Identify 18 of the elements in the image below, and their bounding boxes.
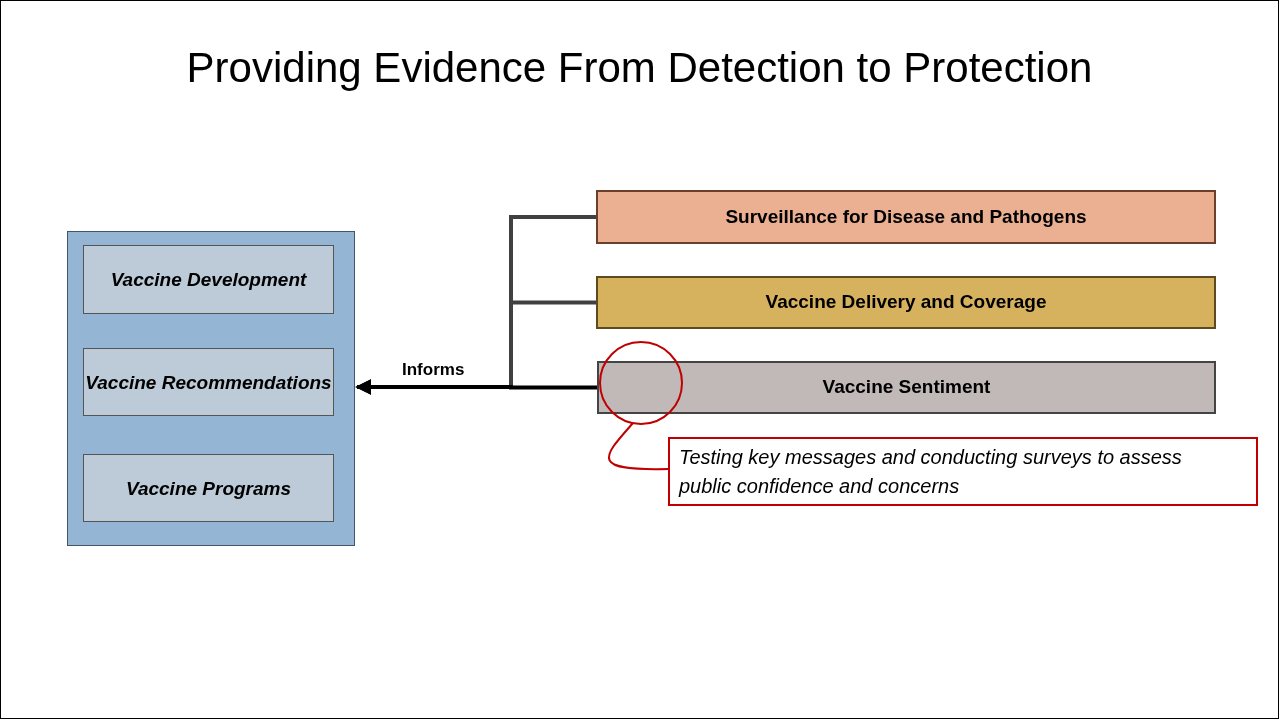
callout-box bbox=[668, 437, 1258, 506]
node-text: Vaccine Delivery and Coverage bbox=[765, 290, 1047, 315]
node-text: Vaccine Development bbox=[110, 268, 307, 292]
node-text: Vaccine Programs bbox=[125, 476, 292, 501]
node-text: Vaccine Recommendations bbox=[85, 370, 332, 395]
process-box bbox=[83, 245, 334, 314]
node-text: Testing key messages and conducting surveys to assess public confidence and concerns bbox=[679, 444, 1183, 499]
group-panel bbox=[67, 231, 355, 546]
category-bar bbox=[596, 190, 1216, 244]
category-bar bbox=[596, 276, 1216, 329]
node-text: Surveillance for Disease and Pathogens bbox=[725, 204, 1087, 229]
arrow bbox=[355, 379, 597, 395]
diagram-title: Providing Evidence From Detection to Protection bbox=[186, 43, 1093, 93]
leader-line bbox=[608, 422, 669, 471]
node-text: Vaccine Sentiment bbox=[822, 375, 991, 400]
category-bar bbox=[597, 361, 1216, 414]
process-box bbox=[83, 348, 334, 416]
process-box bbox=[83, 454, 334, 522]
